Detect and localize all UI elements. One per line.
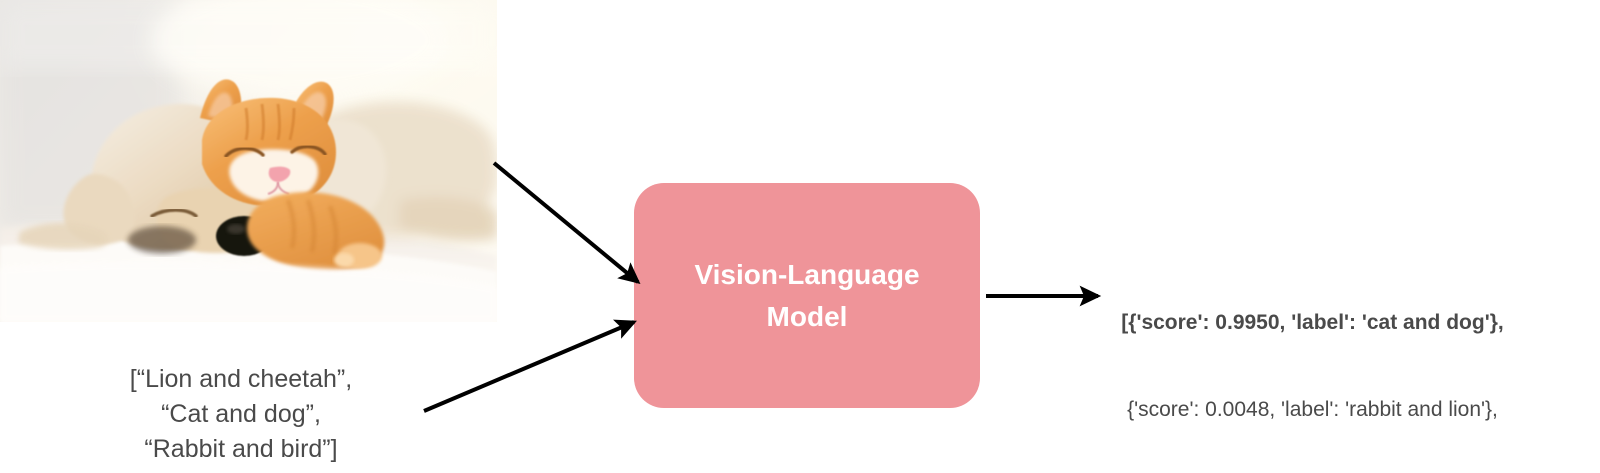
prompt-candidate-labels: [“Lion and cheetah”, “Cat and dog”, “Rab…	[129, 365, 353, 463]
vision-language-model-node[interactable]: Vision-Language Model	[634, 183, 980, 408]
arrow-prompt-to-model	[423, 319, 637, 413]
model-node-label: Vision-Language Model	[694, 258, 920, 332]
input-image	[0, 0, 497, 322]
output-prediction-1: [{'score': 0.9950, 'label': 'cat and dog…	[1121, 311, 1504, 334]
output-prediction-2: {'score': 0.0048, 'label': 'rabbit and l…	[1127, 398, 1498, 421]
arrow-image-to-model	[492, 161, 641, 285]
model-output: [{'score': 0.9950, 'label': 'cat and dog…	[1040, 250, 1585, 473]
puppy-and-kitten-photo	[0, 0, 497, 322]
